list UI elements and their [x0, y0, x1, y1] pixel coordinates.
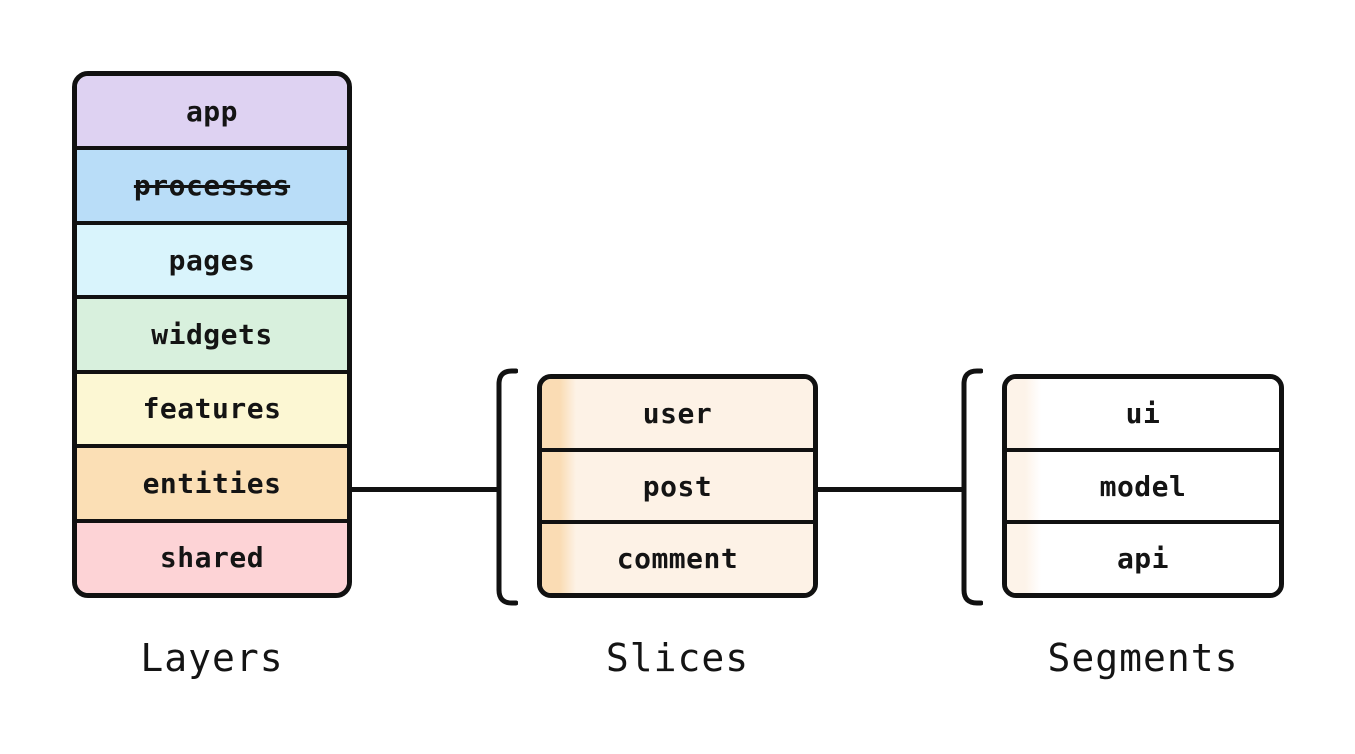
- segments-stack: ui model api: [1002, 374, 1284, 598]
- layer-label-entities: entities: [142, 466, 282, 500]
- slice-label-post: post: [642, 469, 713, 503]
- slice-label-user: user: [642, 396, 713, 430]
- connector-slices-to-segments: [818, 487, 964, 492]
- layer-label-processes-deprecated: processes: [133, 169, 291, 203]
- slices-stack: user post comment: [537, 374, 818, 598]
- segment-label-ui: ui: [1125, 396, 1161, 430]
- layer-label-shared: shared: [159, 541, 265, 575]
- segment-label-api: api: [1116, 542, 1170, 576]
- layer-label-pages: pages: [168, 243, 256, 277]
- layer-row-widgets: widgets: [77, 295, 347, 370]
- layer-row-processes: processes: [77, 146, 347, 221]
- segment-row-api: api: [1007, 520, 1279, 593]
- layer-row-entities: entities: [77, 444, 347, 519]
- slices-caption: Slices: [605, 636, 750, 680]
- segment-row-ui: ui: [1007, 379, 1279, 448]
- layer-row-app: app: [77, 76, 347, 147]
- segment-row-model: model: [1007, 447, 1279, 521]
- slice-row-post: post: [542, 447, 813, 521]
- slice-row-comment: comment: [542, 520, 813, 593]
- slice-label-comment: comment: [616, 542, 739, 576]
- layer-row-features: features: [77, 369, 347, 445]
- segment-label-model: model: [1099, 469, 1187, 503]
- slices-group-bracket: [496, 368, 518, 606]
- layer-row-pages: pages: [77, 220, 347, 296]
- layer-row-shared: shared: [77, 518, 347, 593]
- segments-caption: Segments: [1047, 636, 1239, 680]
- slice-row-user: user: [542, 379, 813, 448]
- layer-label-widgets: widgets: [151, 317, 273, 351]
- layers-stack: app processes pages widgets features ent…: [72, 71, 352, 598]
- segments-group-bracket: [961, 368, 983, 606]
- layer-label-features: features: [142, 392, 282, 426]
- layer-label-app: app: [185, 94, 239, 128]
- layers-caption: Layers: [140, 636, 284, 680]
- connector-layers-to-slices: [352, 487, 499, 492]
